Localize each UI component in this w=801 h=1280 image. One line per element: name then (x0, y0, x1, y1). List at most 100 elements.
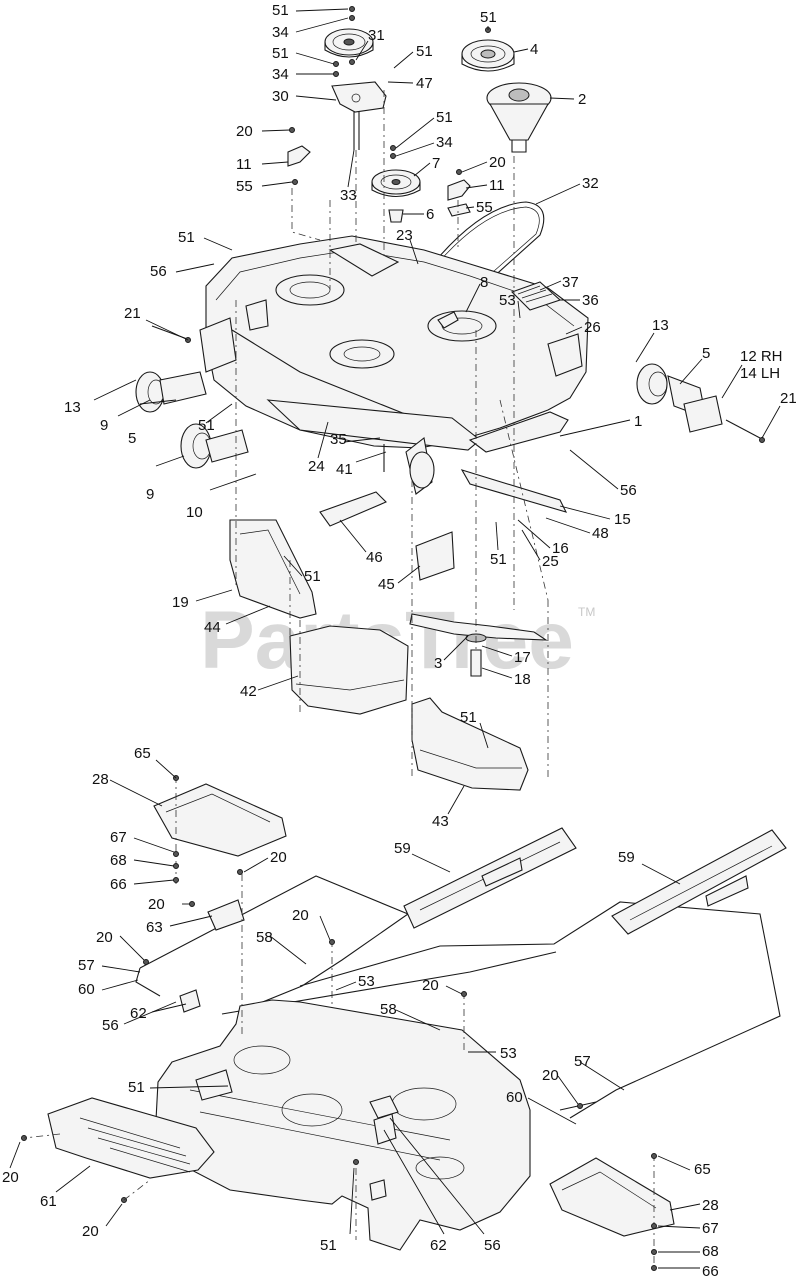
callout-41: 41 (336, 461, 353, 478)
footrest-61 (21, 1097, 215, 1203)
bracket-11-left (287, 127, 311, 185)
watermark-trademark: TM (578, 605, 595, 619)
callout-59: 59 (394, 840, 411, 857)
callout-56: 56 (102, 1017, 119, 1034)
callout-9: 9 (146, 486, 154, 503)
callout-62: 62 (130, 1005, 147, 1022)
callout-21: 21 (780, 390, 797, 407)
callout-67: 67 (702, 1220, 719, 1237)
callout-44: 44 (204, 619, 221, 636)
callout-20: 20 (2, 1169, 19, 1186)
callout-5: 5 (702, 345, 710, 362)
floor-pan-58-57 (135, 875, 781, 1119)
callout-51: 51 (480, 9, 497, 26)
callout-58: 58 (380, 1001, 397, 1018)
callout-66: 66 (702, 1263, 719, 1280)
callout-23: 23 (396, 227, 413, 244)
callout-18: 18 (514, 671, 531, 688)
foot-plates-28 (153, 783, 675, 1237)
callout-20: 20 (82, 1223, 99, 1240)
callout-55: 55 (236, 178, 253, 195)
callout-20: 20 (236, 123, 253, 140)
callout-51: 51 (436, 109, 453, 126)
callout-24: 24 (308, 458, 325, 475)
callout-51: 51 (272, 2, 289, 19)
callout-17: 17 (514, 649, 531, 666)
callout-51: 51 (460, 709, 477, 726)
callout-58: 58 (256, 929, 273, 946)
callout-43: 43 (432, 813, 449, 830)
callout-51: 51 (320, 1237, 337, 1254)
callout-14-lh: 14 LH (740, 365, 780, 382)
deck-rollers (135, 325, 765, 469)
callout-35: 35 (330, 431, 347, 448)
deck-center-lines (235, 90, 549, 780)
callout-8: 8 (480, 274, 488, 291)
idler-arm-30 (331, 81, 387, 150)
callout-60: 60 (506, 1089, 523, 1106)
callout-4: 4 (530, 41, 538, 58)
callout-28: 28 (702, 1197, 719, 1214)
baffles-44-42-43 (229, 519, 529, 791)
callout-68: 68 (110, 852, 127, 869)
bracket-11-right (447, 169, 471, 217)
callout-42: 42 (240, 683, 257, 700)
callout-33: 33 (340, 187, 357, 204)
callout-13: 13 (64, 399, 81, 416)
callout-13: 13 (652, 317, 669, 334)
callout-56: 56 (484, 1237, 501, 1254)
callout-51: 51 (198, 417, 215, 434)
callout-19: 19 (172, 594, 189, 611)
side-rails-59 (403, 827, 787, 935)
callout-20: 20 (542, 1067, 559, 1084)
callout-20: 20 (292, 907, 309, 924)
callout-34: 34 (272, 24, 289, 41)
callout-20: 20 (270, 849, 287, 866)
callout-3: 3 (434, 655, 442, 672)
callout-10: 10 (186, 504, 203, 521)
callout-16: 16 (552, 540, 569, 557)
blade-3 (409, 613, 548, 677)
callout-55: 55 (476, 199, 493, 216)
leader-lines (9, 8, 781, 1269)
callout-28: 28 (92, 771, 109, 788)
callout-51: 51 (304, 568, 321, 585)
callout-48: 48 (592, 525, 609, 542)
callout-34: 34 (436, 134, 453, 151)
callout-53: 53 (499, 292, 516, 309)
callout-57: 57 (574, 1053, 591, 1070)
callout-68: 68 (702, 1243, 719, 1260)
callout-30: 30 (272, 88, 289, 105)
callout-60: 60 (78, 981, 95, 998)
callout-51: 51 (128, 1079, 145, 1096)
callout-47: 47 (416, 75, 433, 92)
callout-51: 51 (490, 551, 507, 568)
callout-20: 20 (96, 929, 113, 946)
callout-12-rh: 12 RH (740, 348, 783, 365)
callout-20: 20 (489, 154, 506, 171)
callout-53: 53 (500, 1045, 517, 1062)
callout-67: 67 (110, 829, 127, 846)
callout-1: 1 (634, 413, 642, 430)
callout-20: 20 (422, 977, 439, 994)
callout-9: 9 (100, 417, 108, 434)
callout-63: 63 (146, 919, 163, 936)
callout-51: 51 (416, 43, 433, 60)
callout-51: 51 (272, 45, 289, 62)
mower-deck-1 (199, 235, 589, 453)
callout-15: 15 (614, 511, 631, 528)
callout-11: 11 (489, 177, 505, 194)
callout-62: 62 (430, 1237, 447, 1254)
callout-57: 57 (78, 957, 95, 974)
bracket-63-62 (179, 869, 397, 1145)
callout-56: 56 (150, 263, 167, 280)
callout-26: 26 (584, 319, 601, 336)
callout-65: 65 (694, 1161, 711, 1178)
callout-56: 56 (620, 482, 637, 499)
idler-pulley-7 (371, 145, 421, 223)
callout-2: 2 (578, 91, 586, 108)
deck-brackets-lower (319, 437, 568, 581)
callout-51: 51 (178, 229, 195, 246)
